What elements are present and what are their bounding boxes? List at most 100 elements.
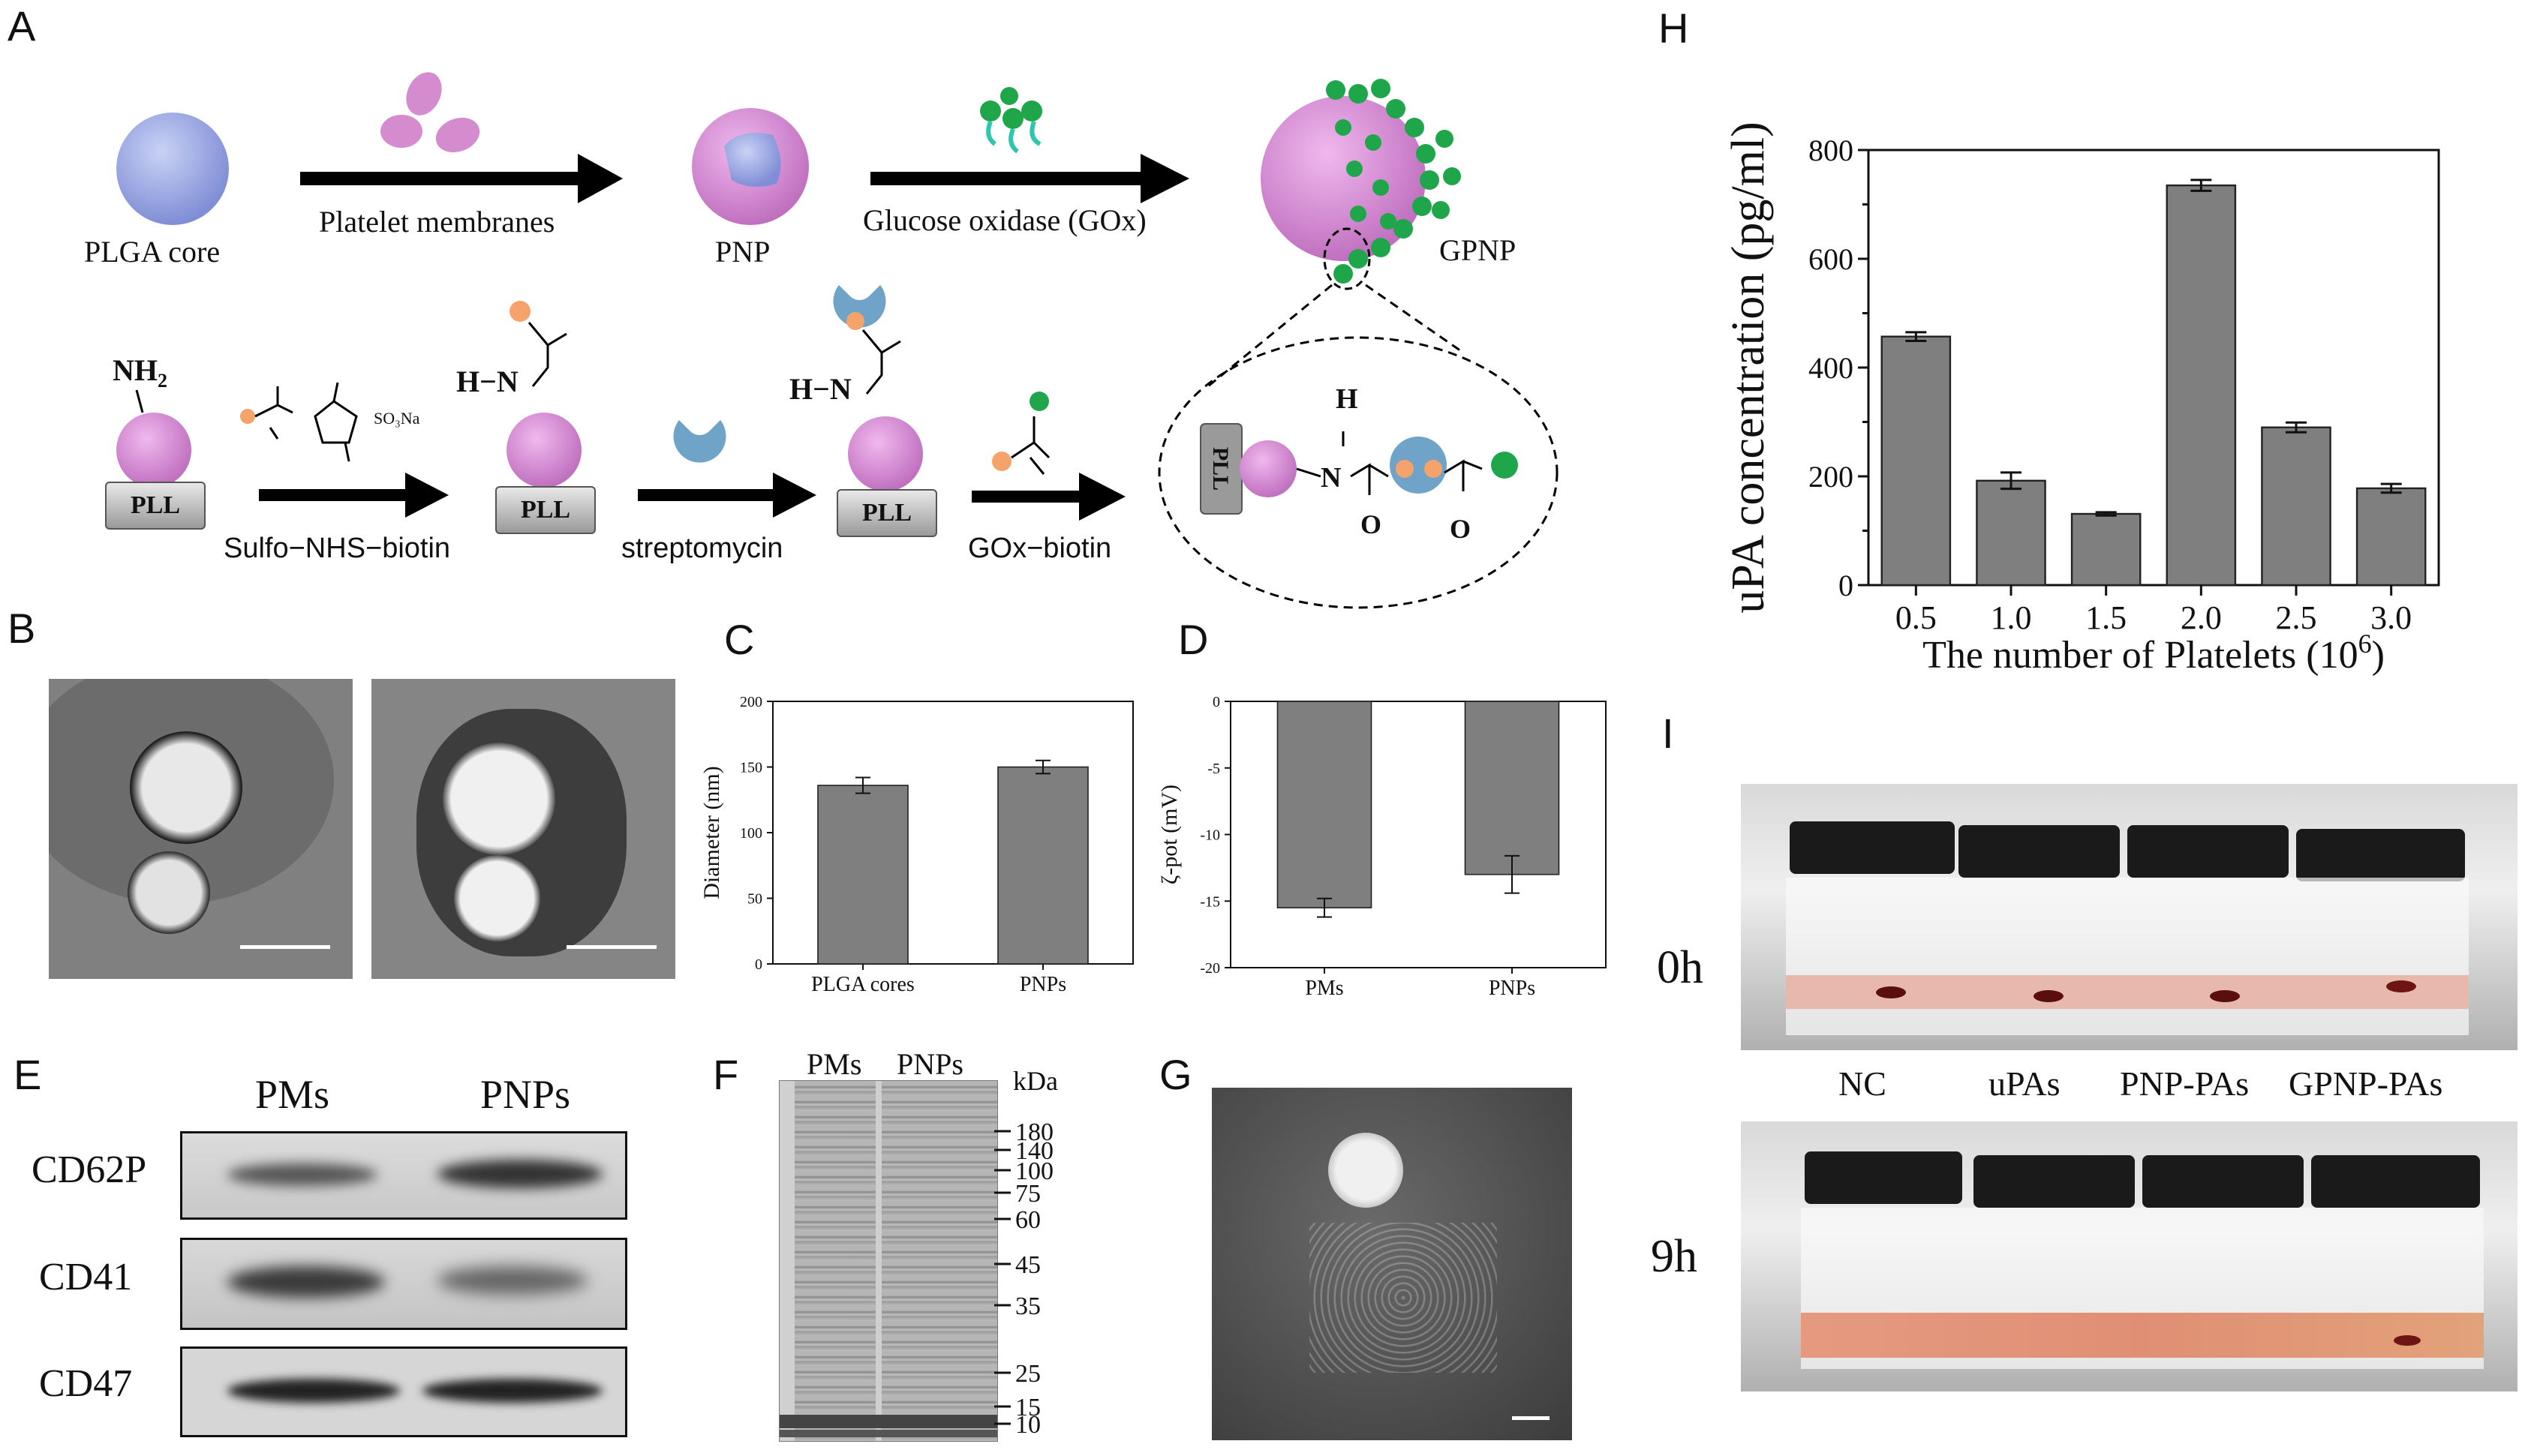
- bar-0-5: [1880, 335, 1952, 587]
- chart-frame: [1867, 149, 2440, 587]
- y-tick-label: 400: [1808, 351, 1853, 385]
- y-tick-label: -15: [1200, 893, 1220, 910]
- bar-pms: [1276, 701, 1372, 908]
- label-o-1: O: [1360, 509, 1382, 539]
- bar-1-5: [2070, 512, 2142, 587]
- y-tick-label: 600: [1808, 242, 1853, 276]
- gel-marker-label-15: 15: [1015, 1394, 1041, 1421]
- y-tick-label: 0: [1838, 569, 1853, 602]
- amine-sphere: [116, 413, 191, 488]
- blot-e-band-cd41: [180, 1238, 627, 1330]
- bar-plga-cores: [817, 785, 909, 965]
- panel-letter-i: I: [1662, 710, 1674, 757]
- zoom-ellipse: [1158, 336, 1559, 609]
- y-tick-label: 200: [1808, 460, 1853, 494]
- bar-2-5: [2261, 426, 2331, 587]
- gel-marker-label-180: 180: [1015, 1118, 1054, 1146]
- x-axis-label: The number of Platelets (106): [1922, 629, 2385, 677]
- bar-pnps: [997, 766, 1089, 965]
- x-tick-label: 3.0: [2370, 599, 2412, 636]
- y-tick-label: 150: [740, 760, 762, 776]
- x-tick-label: PMs: [1305, 977, 1343, 1000]
- gel-marker-label-75: 75: [1015, 1180, 1041, 1208]
- photo-group-upas: uPAs: [1988, 1064, 2061, 1103]
- y-axis-label: uPA concentration (pg/ml): [1723, 122, 1774, 614]
- y-tick-label: -10: [1200, 827, 1220, 844]
- tem-image-pnp: [371, 679, 675, 979]
- y-tick-label: 0: [1213, 694, 1220, 710]
- gel-marker-label-25: 25: [1015, 1360, 1041, 1388]
- x-tick-label: 1.5: [2085, 599, 2127, 636]
- photo-group-gpnp-pas: GPNP-PAs: [2289, 1064, 2443, 1103]
- bar-1-0: [1976, 479, 2046, 587]
- platelet-membrane-fragments: [380, 72, 480, 153]
- label-pnp: PNP: [715, 235, 771, 269]
- panel-a-schematic: [116, 72, 1559, 609]
- gel-marker-label-10: 10: [1015, 1411, 1041, 1439]
- y-tick-label: 800: [1808, 134, 1853, 167]
- gel-marker-label-140: 140: [1015, 1137, 1054, 1165]
- label-gox: Glucose oxidase (GOx): [863, 203, 1147, 237]
- x-tick-label: 0.5: [1895, 599, 1937, 636]
- photo-label-0h: 0h: [1657, 942, 1703, 993]
- label-nh2: NH2: [113, 353, 167, 392]
- blot-e-band-cd47: [180, 1346, 627, 1437]
- y-axis-label: Diameter (nm): [699, 766, 724, 899]
- blot-e-col-pnps: PNPs: [480, 1072, 571, 1117]
- label-hn-1: H−N: [456, 365, 519, 398]
- x-tick-label: PNPs: [1020, 973, 1066, 996]
- y-axis-label: ζ-pot (mV): [1157, 785, 1182, 884]
- label-so3na: SO₃Na: [374, 409, 420, 428]
- x-axis-label-end: ): [2372, 634, 2385, 677]
- bar-3-0: [2355, 487, 2427, 587]
- panel-letter-f: F: [713, 1051, 739, 1098]
- panel-letter-c: C: [724, 616, 755, 663]
- panel-letter-g: G: [1159, 1051, 1192, 1098]
- label-hn-2: H−N: [789, 372, 852, 406]
- gel-f-col-pnps: PNPs: [897, 1047, 963, 1081]
- blot-e-col-pms: PMs: [255, 1072, 330, 1117]
- biotin-sphere: [507, 413, 582, 488]
- label-o-2: O: [1450, 514, 1471, 544]
- photo-vials-9h: [1741, 1121, 2517, 1391]
- panel-letter-a: A: [8, 2, 36, 50]
- x-axis-label-sup: 6: [2358, 629, 2372, 659]
- x-tick-label: 2.0: [2181, 599, 2222, 636]
- panel-letter-h: H: [1658, 5, 1689, 52]
- x-tick-label: 2.5: [2276, 599, 2317, 636]
- plga-core-sphere: [116, 113, 229, 225]
- blot-e-row-cd62p: CD62P: [32, 1148, 147, 1191]
- blot-e-row-cd47: CD47: [39, 1362, 133, 1405]
- y-tick-label: 200: [740, 694, 762, 710]
- label-plga-core: PLGA core: [84, 235, 221, 269]
- y-tick-label: 0: [755, 956, 762, 973]
- streptomycin-shape: [673, 420, 726, 463]
- pll-label-rotated: PLL: [1208, 446, 1233, 491]
- y-tick-label: 50: [747, 891, 762, 908]
- panel-letter-b: B: [8, 605, 36, 652]
- y-tick-label: 100: [740, 825, 762, 842]
- gel-marker-label-60: 60: [1015, 1206, 1041, 1234]
- gel-marker-label-100: 100: [1015, 1157, 1054, 1185]
- photo-vials-0h: [1741, 784, 2517, 1050]
- x-tick-label: PLGA cores: [811, 973, 915, 996]
- blot-e-row-cd41: CD41: [39, 1256, 133, 1298]
- tem-image-plga: [49, 679, 353, 979]
- gel-f-col-pms: PMs: [807, 1047, 862, 1081]
- chart-h-upa: 0 200 400 600 800 0.5 1.0 1.5 2.0 2.5 3.0 uPA conce…: [1723, 122, 2440, 677]
- blot-e-band-cd62p: [180, 1131, 627, 1220]
- gel-marker-label-45: 45: [1015, 1251, 1041, 1279]
- pll-block-1: PLL: [105, 482, 206, 530]
- bar-pnps: [1464, 701, 1560, 875]
- gel-marker-label-35: 35: [1015, 1292, 1041, 1320]
- pll-block-2: PLL: [495, 486, 596, 534]
- photo-group-nc: NC: [1838, 1064, 1886, 1103]
- panel-letter-e: E: [14, 1051, 42, 1098]
- label-sulfo-nhs-biotin: Sulfo−NHS−biotin: [224, 533, 451, 564]
- x-tick-label: 1.0: [1991, 599, 2032, 636]
- label-streptomycin: streptomycin: [621, 533, 783, 564]
- photo-label-9h: 9h: [1651, 1231, 1697, 1282]
